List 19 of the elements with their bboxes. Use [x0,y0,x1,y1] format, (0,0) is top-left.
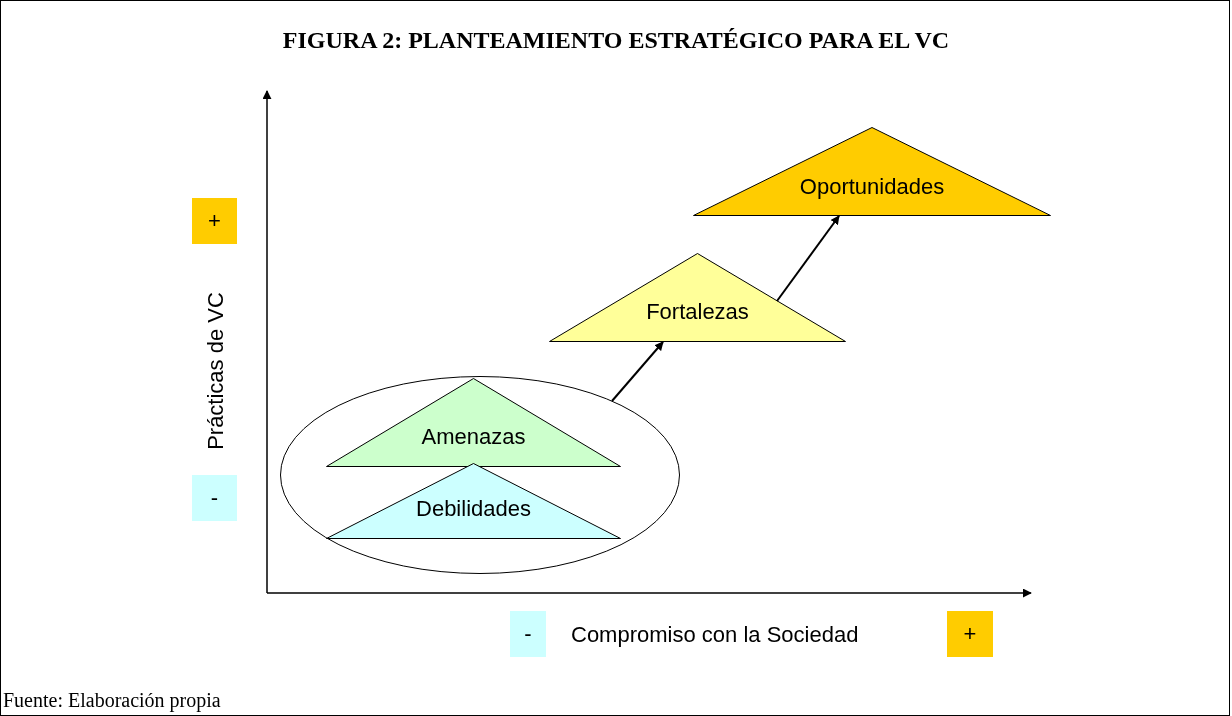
triangle-shape [549,253,846,342]
ellipse-outline [280,376,680,574]
triangle-label: Debilidades [416,495,531,522]
arrow [776,215,840,302]
triangle-label: Oportunidades [799,173,945,200]
figure-title: FIGURA 2: PLANTEAMIENTO ESTRATÉGICO PARA EL VC [281,27,951,54]
axis-title: Compromiso con la Sociedad [571,622,859,648]
plus-sign: + [192,198,237,244]
source-caption: Fuente: Elaboración propia [3,689,221,712]
triangle-shape [326,463,621,539]
minus-sign: - [192,475,237,521]
minus-sign: - [510,611,546,657]
arrow [611,341,664,402]
triangle-shape [326,378,621,467]
triangle-label: Fortalezas [646,298,749,325]
triangle-label: Amenazas [421,423,526,450]
axis-title: Prácticas de VC [203,292,229,450]
plus-sign: + [947,611,993,657]
triangle-shape [693,127,1051,216]
